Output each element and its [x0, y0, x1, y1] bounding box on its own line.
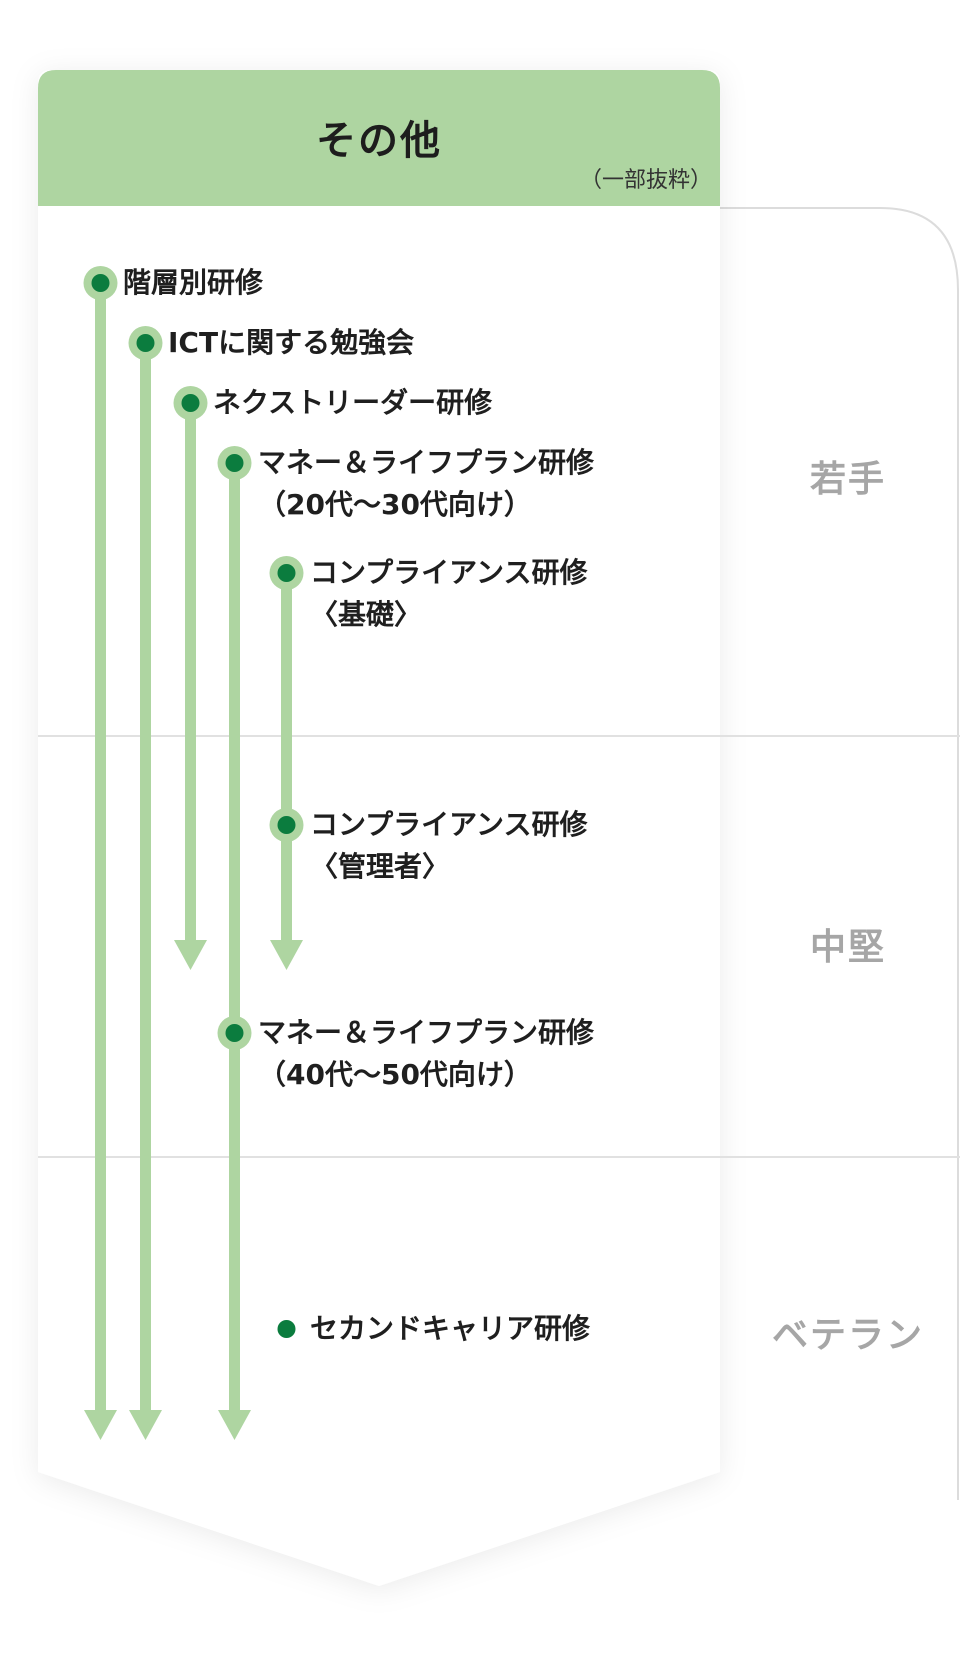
item-label-line1: マネー＆ライフプラン研修 [258, 1016, 595, 1049]
arrowhead-3 [174, 940, 207, 970]
dot-4 [225, 454, 244, 472]
dot-1 [91, 274, 110, 292]
dot-6 [277, 816, 296, 834]
dot-7 [225, 1024, 244, 1042]
stage-column-outline [700, 207, 959, 1500]
item-ict-study-session: ICTに関する勉強会 [168, 322, 414, 364]
item-label-line1: マネー＆ライフプラン研修 [258, 446, 595, 479]
item-label-line2: 〈管理者〉 [310, 850, 451, 883]
dot-2 [136, 334, 155, 352]
header-bar [38, 70, 720, 206]
flow-lines [84, 283, 303, 1440]
item-label-line1: コンプライアンス研修 [310, 556, 588, 589]
stage-label-young: 若手 [809, 459, 886, 500]
dot-5 [277, 564, 296, 582]
item-compliance-manager: コンプライアンス研修 〈管理者〉 [310, 804, 587, 888]
item-label-line1: ネクストリーダー研修 [213, 386, 493, 419]
main-card [38, 70, 720, 1586]
header-note: （一部抜粋） [579, 168, 712, 193]
item-label-line1: ICTに関する勉強会 [168, 326, 415, 359]
arrowhead-1 [84, 1410, 117, 1440]
item-hierarchical-training: 階層別研修 [123, 262, 263, 304]
item-label-line1: コンプライアンス研修 [310, 808, 588, 841]
item-dots [83, 266, 304, 1338]
flow-line-3 [185, 403, 196, 940]
page-title: その他 [316, 118, 442, 164]
item-label-line2: 〈基礎〉 [310, 598, 423, 631]
flow-line-1 [95, 283, 106, 1410]
item-label-line1: セカンドキャリア研修 [310, 1312, 591, 1345]
arrowhead-2 [129, 1410, 162, 1440]
arrowhead-5 [270, 940, 303, 970]
arrowhead-4 [218, 1410, 251, 1440]
item-compliance-basic: コンプライアンス研修 〈基礎〉 [310, 552, 587, 636]
stage-label-veteran: ベテラン [771, 1315, 924, 1356]
flow-line-5 [281, 573, 292, 940]
item-label-line2: （40代〜50代向け） [258, 1058, 532, 1091]
item-label-line1: 階層別研修 [123, 266, 264, 299]
dot-8 [277, 1320, 296, 1338]
item-money-life-plan-40s-50s: マネー＆ライフプラン研修 （40代〜50代向け） [258, 1012, 594, 1096]
flow-line-2 [140, 343, 151, 1410]
stage-label-mid: 中堅 [809, 927, 886, 968]
item-next-leader-training: ネクストリーダー研修 [213, 382, 492, 424]
item-second-career-training: セカンドキャリア研修 [310, 1308, 590, 1350]
dot-3 [181, 394, 200, 412]
flow-line-4 [229, 463, 240, 1410]
item-money-life-plan-20s-30s: マネー＆ライフプラン研修 （20代〜30代向け） [258, 442, 594, 526]
item-label-line2: （20代〜30代向け） [258, 488, 532, 521]
